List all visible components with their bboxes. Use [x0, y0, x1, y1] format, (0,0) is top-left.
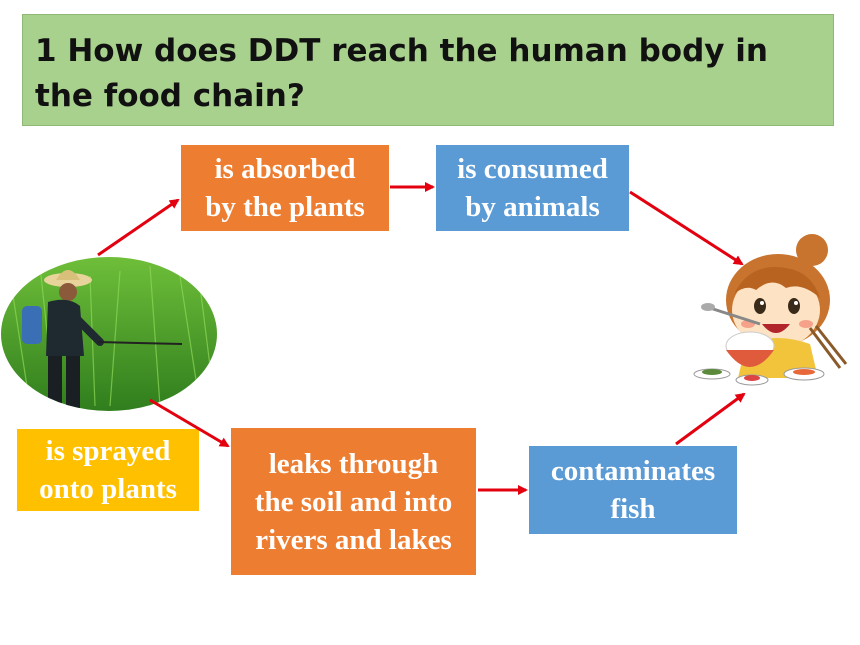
node-absorbed-by-plants: is absorbed by the plants [181, 145, 389, 231]
girl-eating-icon [693, 234, 848, 386]
title-banner: 1 How does DDT reach the human body in t… [22, 14, 834, 126]
page-title: 1 How does DDT reach the human body in t… [35, 33, 768, 114]
arrow-farmer-to-absorbed [97, 198, 180, 257]
node-leaks-into-rivers: leaks through the soil and into rivers a… [231, 428, 476, 575]
node-consumed-by-animals: is consumed by animals [436, 145, 629, 231]
arrow-consumed-to-girl [629, 190, 744, 266]
arrow-fish-to-girl [675, 392, 746, 446]
farmer-photo-icon [1, 257, 217, 411]
node-contaminates-fish: contaminates fish [529, 446, 737, 534]
arrow-farmer-to-leaks [149, 398, 230, 448]
node-sprayed-onto-plants: is sprayed onto plants [17, 429, 199, 511]
